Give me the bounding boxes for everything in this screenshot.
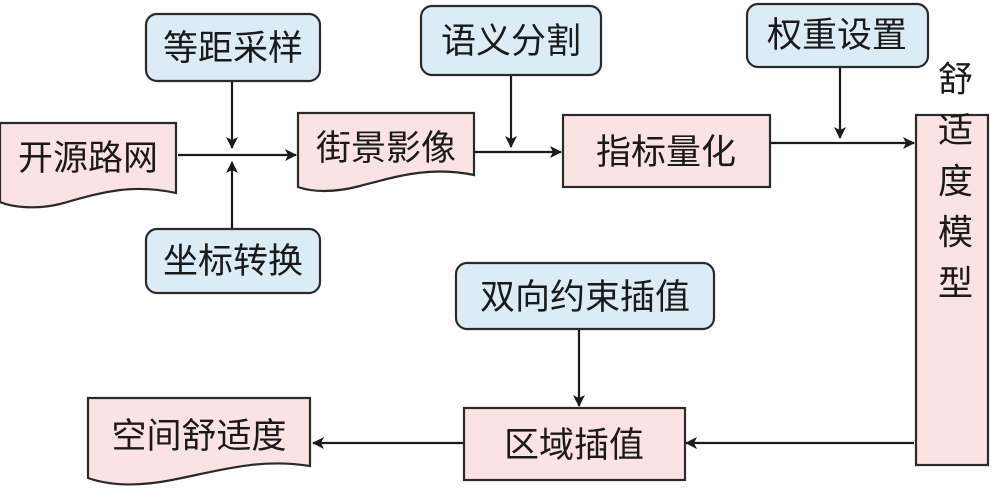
node-label: 双向约束插值 (480, 278, 690, 318)
node-label: 等距采样 (163, 29, 303, 69)
node-open-road-network: 开源路网 (0, 121, 178, 209)
node-label-vertical: 舒适度模型 (932, 60, 972, 315)
node-street-view-images: 街景影像 (296, 111, 476, 193)
connectors (178, 67, 915, 449)
node-comfort-model: 舒适度模型 (914, 60, 990, 467)
node-label: 区域插值 (504, 426, 644, 466)
node-coordinate-transform: 坐标转换 (144, 227, 322, 295)
node-label: 语义分割 (441, 22, 581, 62)
node-semantic-segmentation: 语义分割 (419, 4, 603, 77)
node-indicator-quantification: 指标量化 (561, 113, 772, 189)
node-label: 空间舒适度 (111, 417, 286, 457)
node-label: 权重设置 (767, 16, 907, 56)
node-equidistant-sampling: 等距采样 (144, 12, 322, 83)
node-label: 开源路网 (18, 139, 158, 179)
node-label: 坐标转换 (163, 242, 303, 282)
node-regional-interpolation: 区域插值 (462, 406, 687, 482)
node-weight-setting: 权重设置 (745, 2, 930, 69)
node-label: 指标量化 (596, 133, 736, 173)
node-bidirectional-interpolation: 双向约束插值 (454, 261, 716, 331)
node-spatial-comfort: 空间舒适度 (86, 396, 312, 486)
node-label: 街景影像 (316, 129, 456, 169)
